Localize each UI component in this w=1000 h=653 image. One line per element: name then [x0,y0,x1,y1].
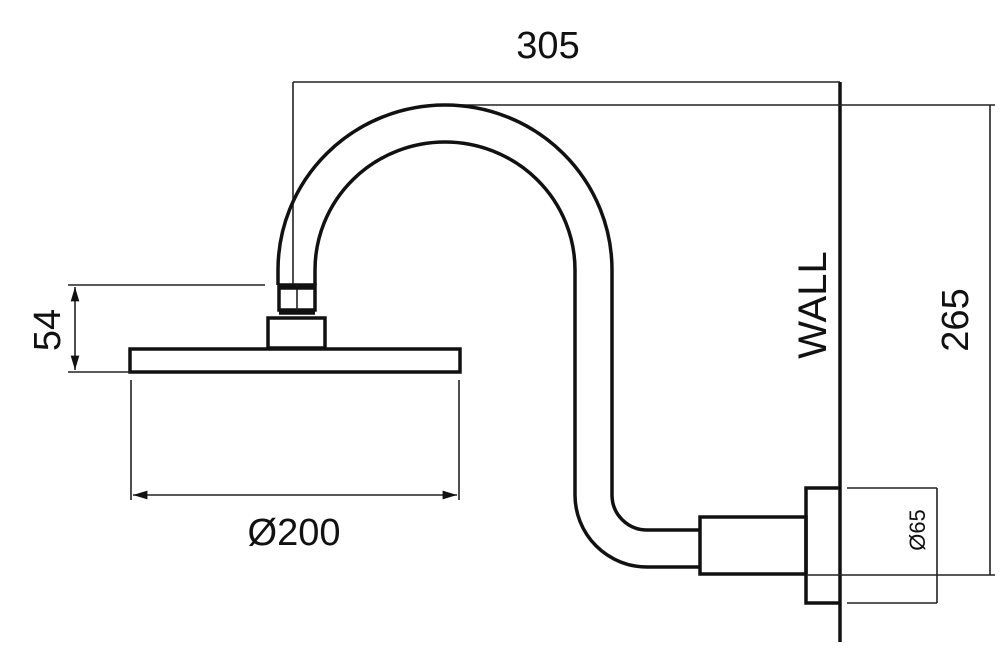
dimension-200: Ø200 [130,380,460,554]
dimension-65: Ø65 [847,487,938,604]
wall-label: WALL [791,251,835,358]
dimension-200-label: Ø200 [248,512,341,554]
shower-head-plate [128,347,462,374]
dimension-65-label: Ø65 [905,509,930,551]
dimension-54: 54 [27,284,265,373]
ball-joint-nut [266,283,327,350]
dimension-305: 305 [292,25,840,285]
dimension-265-label: 265 [935,288,977,351]
wall-flange [804,486,840,605]
dimension-265: 265 [455,104,995,576]
wall-connector [698,515,808,576]
dimension-54-label: 54 [27,309,69,351]
shower-arm-pipe [276,103,700,569]
dimension-305-label: 305 [516,25,579,67]
